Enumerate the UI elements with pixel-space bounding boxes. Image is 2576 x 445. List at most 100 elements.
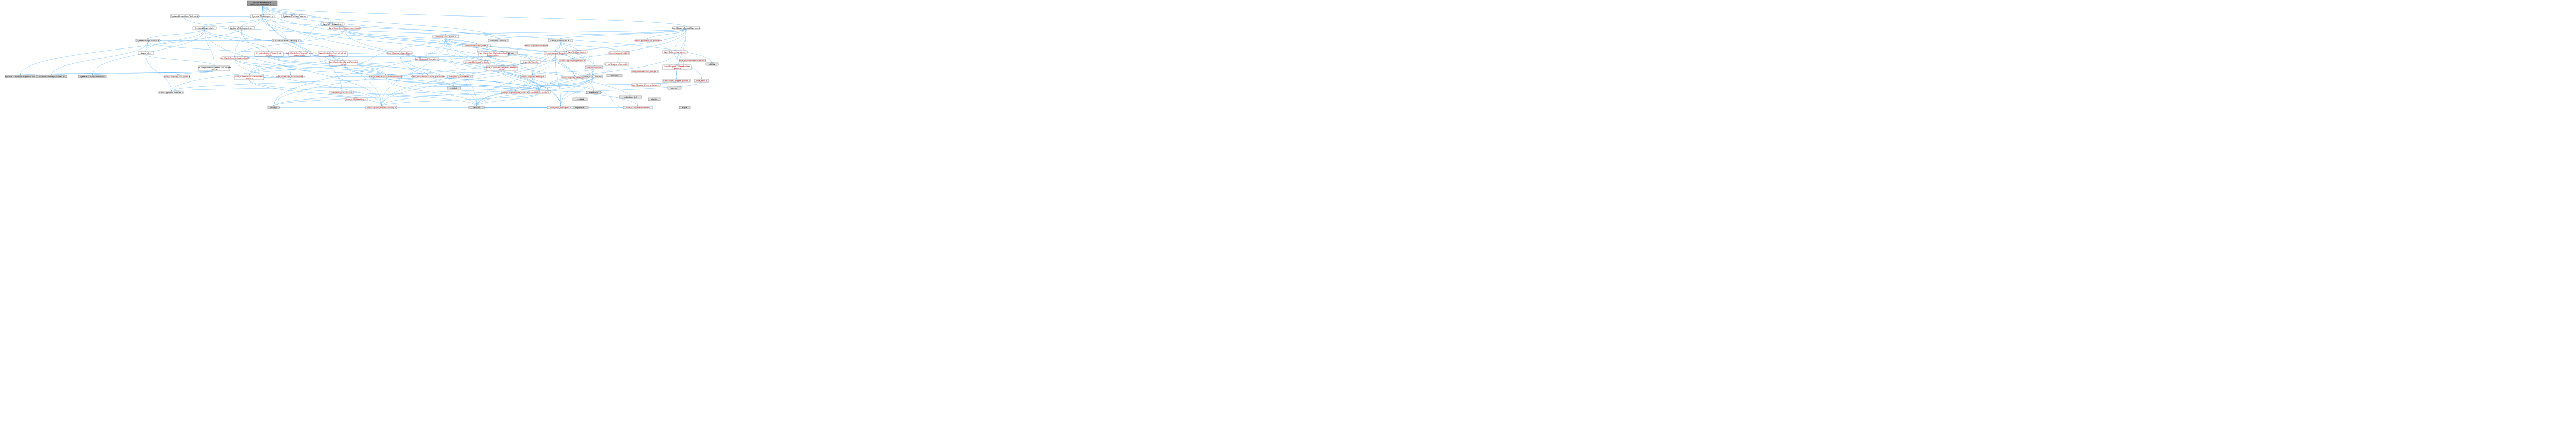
graph-node-n51[interactable]: llvm/CodeGen/SelectionDAG.h: [220, 56, 250, 60]
graph-node-n13: cstdint: [447, 86, 461, 90]
graph-node-label: llvm/ADT/StringRef.h: [550, 106, 571, 109]
graph-node-n64[interactable]: llvm/ADT/Twine.h: [583, 75, 603, 78]
graph-node-n8[interactable]: llvm/Support/Compiler.h: [415, 57, 439, 61]
graph-node-n40[interactable]: llvm/Support/CodeGen.h: [158, 91, 183, 94]
edge: [50, 41, 148, 76]
graph-node-n26[interactable]: llvm/ADT/SmallVector.h: [623, 106, 653, 109]
edge: [675, 69, 677, 80]
graph-node-n25[interactable]: llvm/Support/MathExtras.h: [679, 59, 706, 62]
graph-node-n0[interactable]: lib/Target/SystemZ/SystemZSubtarget.cpp: [247, 0, 278, 6]
graph-node-n73[interactable]: llvm/Target/TargetOptions.h: [662, 79, 690, 83]
graph-node-label: Desc.h: [211, 68, 218, 71]
edge: [476, 68, 595, 107]
graph-node-label: llvm/Pass.h: [696, 79, 707, 82]
graph-node-n48[interactable]: llvm/CodeGen/MachineOperand.h: [411, 75, 445, 78]
graph-node-n55[interactable]: llvm/IR/Type.h: [520, 60, 541, 64]
graph-node-n45[interactable]: llvm/CodeGen/MachineFunction.h: [369, 75, 403, 78]
edge: [249, 79, 382, 107]
graph-node-n66[interactable]: llvm/IR/Value.h: [585, 65, 603, 69]
graph-node-label: llvm/IR/DataLayout.h: [435, 35, 456, 38]
graph-node-n39[interactable]: SystemZ.h: [138, 51, 154, 55]
edge: [268, 56, 387, 76]
graph-node-label: llvm/CodeGen/SelectionDAG: [479, 52, 507, 54]
graph-node-label: MCTargetDesc/SystemZMCTarget: [198, 66, 231, 69]
edge: [234, 59, 540, 91]
dependency-edges: [19, 5, 713, 108]
graph-node-n67[interactable]: llvm/Support/MD5.h: [608, 51, 630, 55]
edge: [248, 56, 333, 76]
edge: [380, 37, 446, 107]
graph-node-n2[interactable]: SystemZFrameLowering.h: [272, 39, 301, 42]
graph-node-label: llvm/ADT/BitVector.h: [323, 23, 343, 25]
edge: [204, 17, 263, 27]
graph-node-label: llvm/Support/MathExtras.h: [679, 59, 706, 62]
graph-node-n24[interactable]: llvm/ADT/iterator_range.h: [631, 70, 659, 73]
graph-node-label: llvm/CodeGen/TargetSubtarget: [486, 66, 517, 69]
graph-node-n56[interactable]: llvm/Support/Casting.h: [520, 75, 546, 78]
graph-node-label: llvm/CodeGen/TargetRegister: [329, 61, 359, 63]
graph-node-n10[interactable]: llvm/Support/type_traits.h: [501, 91, 529, 94]
graph-node-n1[interactable]: SystemZSubtarget.h: [250, 14, 275, 18]
graph-node-n75[interactable]: llvm/Support/Allocator.h: [524, 44, 549, 47]
graph-node-n5[interactable]: llvm/ADT/STLExtras.h: [329, 91, 354, 94]
graph-node-n46[interactable]: llvm/ADT/DenseMap.h: [447, 75, 473, 78]
graph-node-n27[interactable]: llvm/ADT/StringRef.h: [547, 106, 574, 109]
graph-node-n12: cassert: [468, 106, 485, 109]
graph-node-label: llvm/IR/GlobalValue.h: [550, 39, 571, 42]
graph-node-n31[interactable]: llvm/Support/raw_ostream.h: [631, 83, 661, 87]
graph-node-n35[interactable]: llvm/Support/DataTypes.h: [164, 75, 191, 78]
graph-node-label: SystemZGenInstrInfo.inc: [80, 75, 105, 78]
graph-node-n53[interactable]: llvm/IR/DataLayout.h: [432, 35, 459, 38]
graph-node-n3[interactable]: llvm/ADT/BitVector.h: [321, 22, 345, 26]
graph-node-n41[interactable]: SystemZRegisterInfo.h: [135, 39, 160, 42]
edge: [262, 5, 575, 77]
edge: [262, 5, 499, 40]
edge: [241, 17, 263, 27]
graph-node-n69[interactable]: llvm/Target/TargetMachine.h: [672, 26, 701, 30]
graph-node-n50[interactable]: llvm/CodeGen/ISDOpcodes.h: [276, 75, 306, 78]
graph-node-n30[interactable]: llvm/Support/TypeSize.h: [387, 51, 413, 55]
graph-node-n63[interactable]: llvm/IR/GlobalValue.h: [548, 39, 573, 42]
graph-node-label: initializer_list: [624, 96, 637, 98]
edge: [476, 46, 562, 107]
edge: [676, 29, 687, 65]
graph-node-n52[interactable]: llvm/CodeGen/TargetLowering.h: [329, 26, 361, 30]
graph-node-n32[interactable]: llvm/Support/Format.h: [604, 62, 629, 66]
graph-node-n71[interactable]: llvm/Pass.h: [694, 79, 709, 83]
edge: [262, 17, 287, 40]
graph-node-n68[interactable]: llvm/Support/Error.h: [544, 51, 567, 55]
graph-node-n70[interactable]: llvm/IR/PassManager.h: [662, 50, 688, 54]
graph-node-n47[interactable]: llvm/ADT/SmallPtrSet.h: [463, 60, 491, 64]
edge: [357, 52, 388, 63]
edge: [147, 41, 345, 61]
graph-node-n65[interactable]: llvm/IR/Constant.h: [566, 50, 588, 54]
edge: [399, 54, 478, 107]
edge: [248, 56, 269, 76]
graph-node-n61[interactable]: llvm/ADT/Triple.h: [488, 39, 509, 42]
graph-node-n74[interactable]: llvm/Support/PGOOptions.h: [634, 39, 662, 42]
graph-node-n57[interactable]: llvm/Support/Alignment.h: [559, 59, 585, 62]
graph-node-n6[interactable]: llvm/ADT/Hashing.h: [345, 97, 368, 101]
graph-node-n60[interactable]: SystemZCallingConv.h: [281, 14, 308, 18]
graph-node-label: llvm/CodeGen/MachineBasic: [235, 75, 263, 78]
graph-node-n58[interactable]: SystemZSelectionDAGInfo.h: [170, 14, 199, 18]
graph-node-n7[interactable]: llvm/Support/ErrorHandling.h: [365, 106, 397, 109]
edge: [647, 29, 687, 40]
edge: [300, 23, 322, 41]
graph-node-label: SystemZISelLowering.h: [230, 27, 253, 29]
edge: [262, 5, 295, 15]
graph-node-n54[interactable]: llvm/IR/DerivedTypes.h: [462, 44, 491, 47]
graph-node-n33[interactable]: SystemZInstrInfo.h: [192, 26, 217, 30]
graph-node-n49[interactable]: SystemZISelLowering.h: [228, 26, 255, 30]
graph-node-n4[interactable]: llvm/ADT/ArrayRef.h: [527, 90, 551, 94]
graph-node-label: llvm/Support/Compiler.h: [415, 58, 439, 60]
